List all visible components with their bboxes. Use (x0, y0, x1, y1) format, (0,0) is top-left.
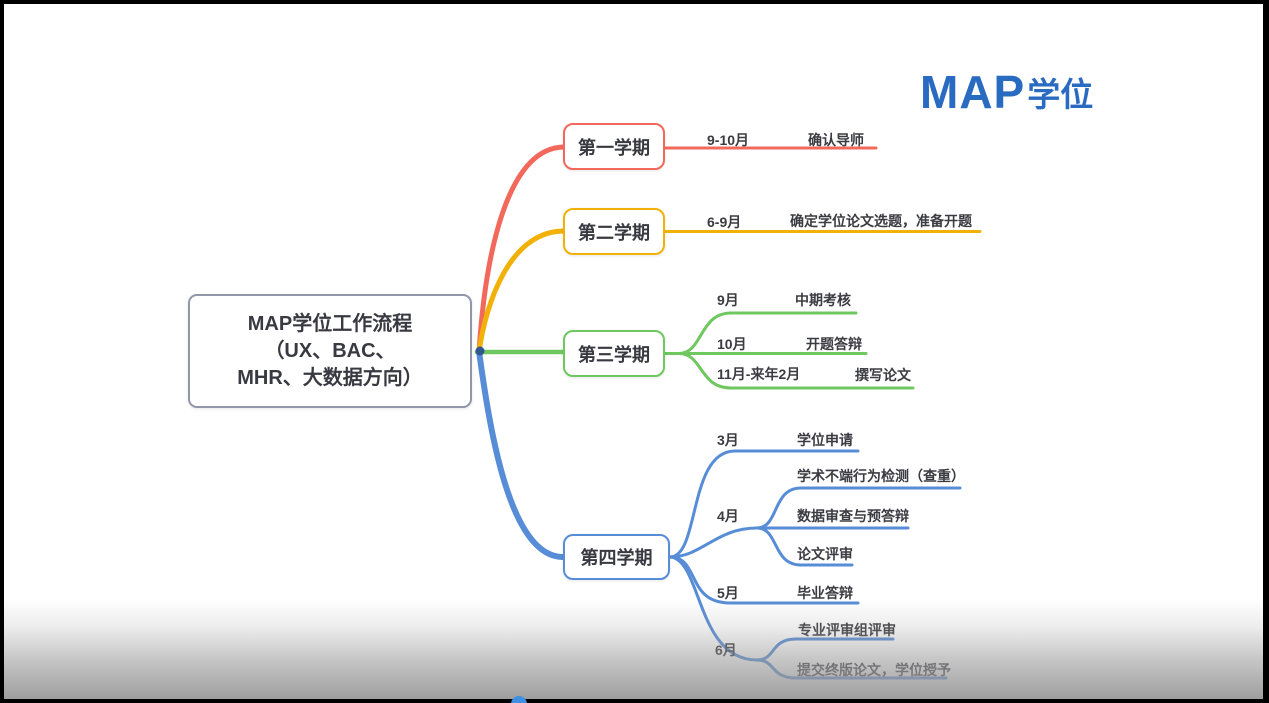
root-topic-line2: （UX、BAC、 (264, 339, 396, 362)
player-indicator-dot (511, 696, 527, 703)
s4-april-task3[interactable]: 论文评审 (797, 546, 853, 562)
topic-semester3[interactable]: 第三学期 (563, 330, 665, 377)
s1-period[interactable]: 9-10月 (707, 132, 750, 148)
root-topic[interactable]: MAP学位工作流程 （UX、BAC、 MHR、大数据方向） (188, 294, 472, 408)
s2-task[interactable]: 确定学位论文选题，准备开题 (790, 213, 972, 229)
root-topic-line3: MHR、大数据方向） (237, 366, 423, 389)
s4-may-period[interactable]: 5月 (717, 585, 739, 601)
s4-march-period[interactable]: 3月 (717, 432, 739, 448)
brand-logo-cjk: 学位 (1027, 76, 1094, 113)
s4-march-task[interactable]: 学位申请 (797, 432, 853, 448)
s3-item1-period[interactable]: 9月 (717, 292, 739, 308)
s4-may-task[interactable]: 毕业答辩 (797, 585, 853, 601)
s3-item1-task[interactable]: 中期考核 (795, 292, 851, 308)
s3-item2-period[interactable]: 10月 (717, 336, 747, 352)
s4-april-task1[interactable]: 学术不端行为检测（查重） (797, 468, 965, 484)
s3-item3-task[interactable]: 撰写论文 (855, 367, 911, 383)
topic-semester4[interactable]: 第四学期 (563, 534, 670, 580)
s4-june-task2[interactable]: 提交终版论文，学位授予 (797, 662, 951, 678)
s3-item2-task[interactable]: 开题答辩 (806, 336, 862, 352)
s4-june-period[interactable]: 6月 (715, 642, 737, 658)
root-topic-line1: MAP学位工作流程 (247, 312, 413, 335)
topic-semester1[interactable]: 第一学期 (563, 123, 665, 170)
s1-task[interactable]: 确认导师 (808, 132, 864, 148)
topic-semester2[interactable]: 第二学期 (563, 208, 665, 255)
topic-semester4-label: 第四学期 (580, 548, 653, 568)
brand-logo-latin: MAP (920, 66, 1026, 118)
topic-semester3-label: 第三学期 (578, 344, 650, 365)
topic-semester1-label: 第一学期 (578, 137, 650, 158)
topic-semester2-label: 第二学期 (578, 222, 650, 243)
brand-logo: MAP 学位 (920, 66, 1094, 118)
s4-april-task2[interactable]: 数据审查与预答辩 (797, 508, 909, 524)
s2-period[interactable]: 6-9月 (707, 214, 742, 230)
s4-april-period[interactable]: 4月 (717, 508, 739, 524)
s3-item3-period[interactable]: 11月-来年2月 (717, 366, 801, 382)
s4-june-task1[interactable]: 专业评审组评审 (798, 622, 896, 638)
